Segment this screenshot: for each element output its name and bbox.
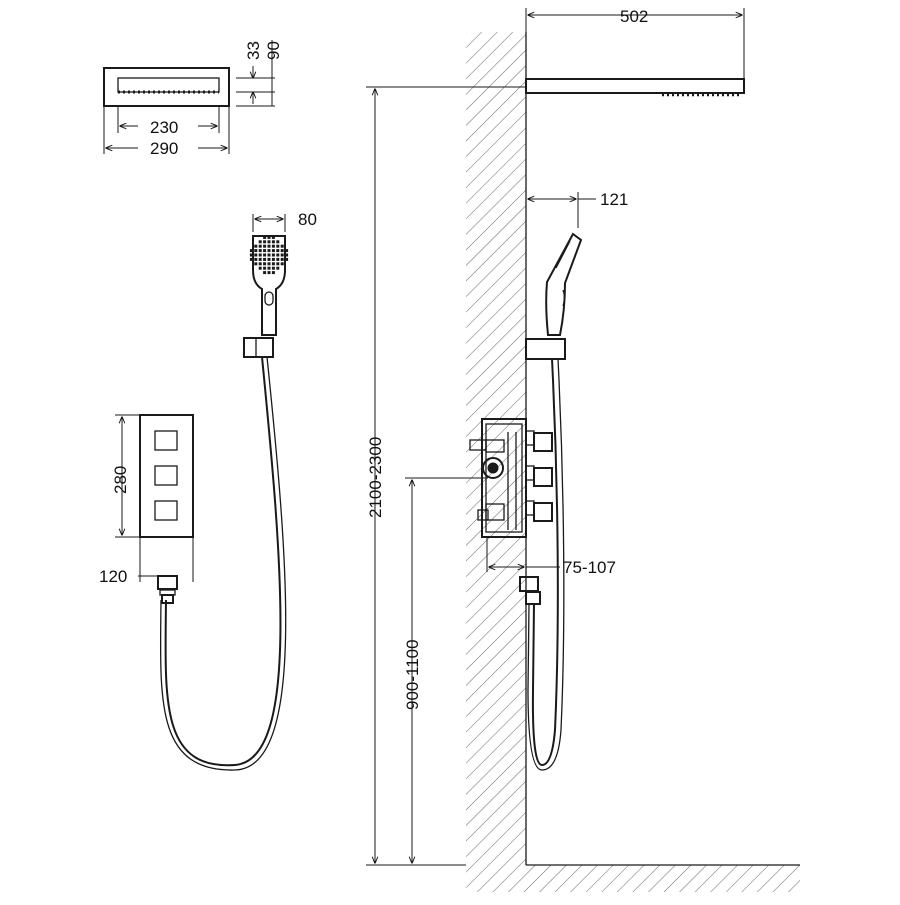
dim-label-280: 280 — [111, 466, 130, 494]
handshower-holder — [243, 337, 274, 358]
nozzle-dot — [258, 244, 262, 248]
nozzle-dot — [258, 257, 262, 261]
handshower-side-view — [525, 232, 583, 360]
nozzle-dot — [263, 253, 267, 257]
nozzle-dot — [263, 235, 267, 239]
nozzle-dot — [271, 271, 275, 275]
nozzle-dot — [263, 249, 267, 253]
nozzle-dot — [285, 257, 289, 261]
nozzle-dot — [271, 257, 275, 261]
nozzle-dot — [258, 253, 262, 257]
nozzle-dot — [276, 266, 280, 270]
dim-label-900-1100: 900-1100 — [403, 639, 422, 710]
dim-handshower-width: 80 — [252, 210, 317, 232]
nozzle-dot — [276, 257, 280, 261]
nozzle-dot — [267, 257, 271, 261]
nozzle-dot — [267, 240, 271, 244]
nozzle-dot — [267, 262, 271, 266]
dim-mixer-mounting-height: 900-1100 — [403, 477, 488, 863]
nozzle-dot — [271, 235, 275, 239]
dim-rain-outlet-width: 230 — [117, 106, 220, 137]
nozzle-dot — [280, 244, 284, 248]
nozzle-dot — [258, 249, 262, 253]
dim-label-2100-2300: 2100-2300 — [366, 437, 385, 518]
concealed-valve-body — [469, 418, 527, 538]
nozzle-dot — [280, 253, 284, 257]
dim-rain-mounting-height: 2100-2300 — [366, 86, 526, 866]
dim-panel-height: 280 — [111, 414, 140, 538]
rain-head-side-view — [525, 78, 745, 97]
nozzle-dot — [267, 271, 271, 275]
dim-handshower-projection: 121 — [528, 190, 628, 228]
nozzle-dot — [267, 249, 271, 253]
dim-label-120: 120 — [99, 567, 127, 586]
nozzle-dot — [285, 249, 289, 253]
nozzle-dot — [254, 257, 258, 261]
nozzle-dot — [280, 257, 284, 261]
nozzle-dot — [249, 249, 253, 253]
nozzle-dot — [254, 262, 258, 266]
hose-side-view — [527, 358, 565, 771]
valve-knobs-side — [525, 430, 553, 522]
nozzle-dot — [276, 244, 280, 248]
nozzle-dot — [254, 253, 258, 257]
nozzle-dot — [263, 244, 267, 248]
dim-label-502: 502 — [620, 7, 648, 26]
nozzle-dot — [263, 262, 267, 266]
nozzle-dot — [280, 262, 284, 266]
nozzle-dot — [254, 249, 258, 253]
nozzle-dot — [276, 240, 280, 244]
nozzle-dot — [280, 249, 284, 253]
handshower-nozzle-grid — [249, 235, 289, 275]
nozzle-dot — [276, 262, 280, 266]
hose — [159, 356, 287, 771]
nozzle-dot — [271, 262, 275, 266]
nozzle-dot — [263, 257, 267, 261]
nozzle-dot — [267, 266, 271, 270]
nozzle-dot — [271, 266, 275, 270]
nozzle-dot — [267, 253, 271, 257]
nozzle-dot — [285, 253, 289, 257]
floor-section — [466, 864, 800, 892]
nozzle-dot — [263, 266, 267, 270]
nozzle-dot — [276, 253, 280, 257]
dim-panel-width: 120 — [99, 537, 194, 586]
nozzle-dot — [271, 253, 275, 257]
wall-outlet-side — [519, 576, 541, 605]
dim-label-230: 230 — [150, 118, 178, 137]
handshower-front-view — [249, 235, 289, 336]
rain-head-top-view — [103, 67, 230, 107]
dim-label-33: 33 — [244, 41, 263, 60]
dim-label-121: 121 — [600, 190, 628, 209]
wall-section — [466, 32, 527, 865]
dim-label-80: 80 — [298, 210, 317, 229]
dim-label-90: 90 — [264, 41, 283, 60]
nozzle-dot — [276, 249, 280, 253]
mixer-panel — [139, 414, 194, 538]
dim-label-290: 290 — [150, 139, 178, 158]
nozzle-dot — [258, 266, 262, 270]
nozzle-dot — [271, 240, 275, 244]
nozzle-dot — [263, 271, 267, 275]
nozzle-dot — [267, 235, 271, 239]
dim-valve-depth: 75-107 — [486, 537, 616, 577]
nozzle-dot — [254, 244, 258, 248]
nozzle-dot — [258, 262, 262, 266]
nozzle-dot — [263, 240, 267, 244]
nozzle-dot — [271, 244, 275, 248]
nozzle-dot — [267, 244, 271, 248]
dim-rain-head-width: 290 — [103, 106, 230, 158]
wall-outlet-front — [157, 575, 178, 604]
nozzle-dot — [249, 257, 253, 261]
dim-arm-length: 502 — [525, 7, 745, 78]
nozzle-dot — [258, 240, 262, 244]
dim-rain-head-height: 33 90 — [236, 40, 283, 107]
dim-label-75-107: 75-107 — [563, 558, 616, 577]
nozzle-dot — [271, 249, 275, 253]
nozzle-dot — [249, 253, 253, 257]
